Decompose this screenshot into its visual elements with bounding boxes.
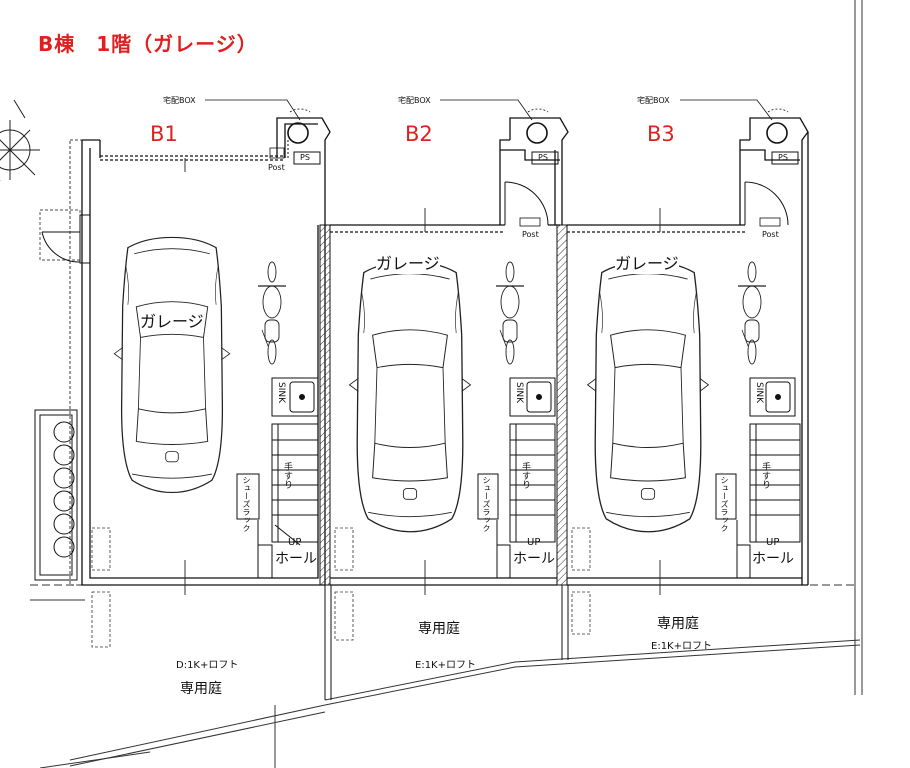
b2-post-label: Post: [522, 230, 539, 239]
b1-handrail-label: 手すり: [282, 462, 292, 489]
b2-handrail-label: 手すり: [520, 462, 530, 489]
unit-b2-walls: [330, 117, 569, 586]
b3-post-label: Post: [762, 230, 779, 239]
unit-b1-label: B1: [150, 122, 178, 146]
b1-post-label: Post: [268, 163, 285, 172]
b1-garden-label: 専用庭: [180, 681, 222, 697]
b3-ps-label: PS: [778, 153, 788, 162]
b3-hall-label: ホール: [752, 548, 794, 568]
b1-up-label: UP: [288, 537, 302, 548]
page-title: B棟 1階（ガレージ）: [38, 32, 258, 56]
b1-sink-label: SINK: [276, 382, 286, 404]
unit-b2-label: B2: [405, 122, 433, 146]
b2-shoe-rack-label: シューズラック: [482, 476, 491, 532]
b1-garage-label: ガレージ: [140, 308, 204, 332]
b3-garage-label: ガレージ: [615, 250, 679, 274]
b2-ps-label: PS: [538, 153, 548, 162]
b1-delivery-box-label: 宅配BOX: [163, 96, 196, 105]
b3-delivery-box-label: 宅配BOX: [637, 96, 670, 105]
unit-b3-walls: [567, 117, 809, 586]
b2-up-label: UP: [527, 537, 541, 548]
b1-shoe-rack-label: シューズラック: [242, 476, 251, 532]
b2-hall-label: ホール: [513, 548, 555, 568]
b2-delivery-box-label: 宅配BOX: [398, 96, 431, 105]
b2-type-label: E:1K+ロフト: [415, 660, 476, 671]
unit-b3-label: B3: [647, 122, 675, 146]
b3-sink-label: SINK: [754, 382, 764, 404]
b1-ps-label: PS: [300, 153, 310, 162]
b3-type-label: E:1K+ロフト: [651, 641, 712, 652]
b2-garage-label: ガレージ: [376, 250, 440, 274]
b3-handrail-label: 手すり: [760, 462, 770, 489]
delivery-box-icon: [287, 122, 788, 144]
b3-shoe-rack-label: シューズラック: [720, 476, 729, 532]
b3-garden-label: 専用庭: [657, 616, 699, 632]
b1-type-label: D:1K+ロフト: [176, 660, 239, 671]
b1-tank-unit: [34, 409, 78, 581]
b3-up-label: UP: [766, 537, 780, 548]
b2-sink-label: SINK: [514, 382, 524, 404]
north-arrow-icon: [0, 99, 40, 181]
b2-garden-label: 専用庭: [418, 621, 460, 637]
b1-hall-label: ホール: [275, 548, 317, 568]
